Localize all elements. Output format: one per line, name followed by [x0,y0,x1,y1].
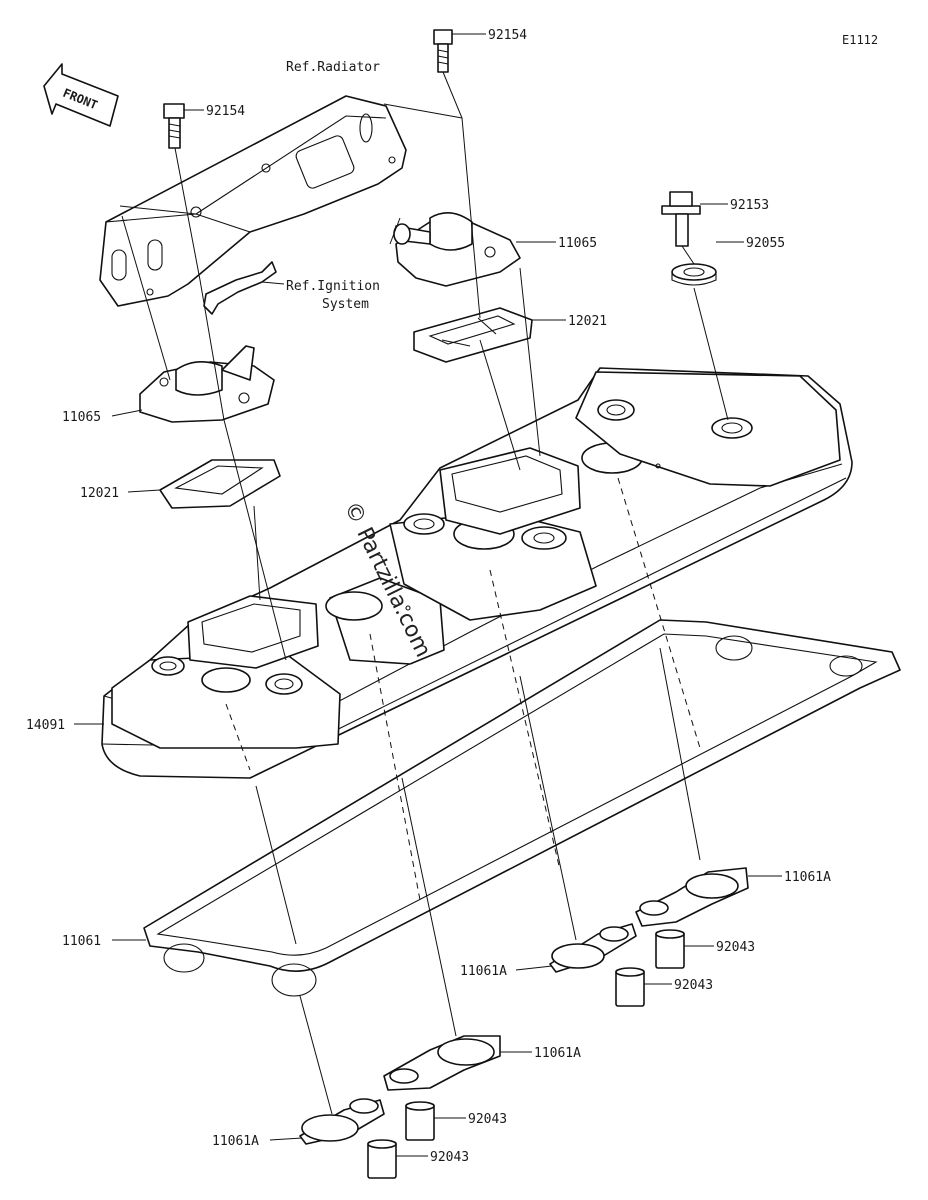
dowel-92043-1 [655,929,685,969]
gasket-12021-left [159,459,281,509]
plug-gasket-11061a-left-lower [299,1098,385,1145]
plug-gasket-11061a-right-lower [549,923,637,973]
callout-12021-left: 12021 [80,486,119,501]
callout-92043-2: 92043 [674,978,713,993]
callout-11065-left: 11065 [62,410,101,425]
callout-11061: 11061 [62,934,101,949]
callout-92154-top: 92154 [488,28,527,43]
ignition-bracket [203,261,277,315]
plug-gasket-11061a-right-upper [635,867,749,927]
callout-11061a-l-upper: 11061A [534,1046,581,1061]
front-arrow-icon: FRONT [43,63,119,127]
callout-14091: 14091 [26,718,65,733]
bolt-92154-left [163,103,185,149]
bolt-92154-top [433,29,453,73]
callout-92043-3: 92043 [468,1112,507,1127]
callout-ref-ignition-sys: System [322,297,369,312]
washer-92055 [671,263,717,286]
cylinder-head-cover-14091 [101,367,853,779]
callout-92055: 92055 [746,236,785,251]
leader-lines [74,33,782,1157]
callout-92153: 92153 [730,198,769,213]
plug-gasket-11061a-left-upper [383,1035,501,1091]
callout-11061a-r-upper: 11061A [784,870,831,885]
dowel-92043-2 [615,967,645,1007]
callout-12021-right: 12021 [568,314,607,329]
callout-11061a-r-lower: 11061A [460,964,507,979]
breather-cover-11065-left [139,345,275,423]
figure-code: E1112 [842,33,878,47]
head-cover-gasket-11061 [143,619,901,997]
radiator-bracket [99,95,407,307]
callout-11065-right: 11065 [558,236,597,251]
bolt-92153 [661,191,701,247]
callout-92043-1: 92043 [716,940,755,955]
callout-ref-ignition: Ref.Ignition [286,279,380,294]
breather-cover-11065-right [393,212,521,287]
callout-labels: 92154 Ref.Radiator 92154 92153 11065 920… [26,28,831,1165]
dowel-92043-3 [405,1101,435,1141]
callout-92154-left: 92154 [206,104,245,119]
callout-11061a-l-lower: 11061A [212,1134,259,1149]
gasket-12021-right [413,307,533,363]
callout-92043-4: 92043 [430,1150,469,1165]
dowel-92043-4 [367,1139,397,1179]
alignment-lines [119,71,729,1115]
callout-ref-radiator: Ref.Radiator [286,60,380,75]
